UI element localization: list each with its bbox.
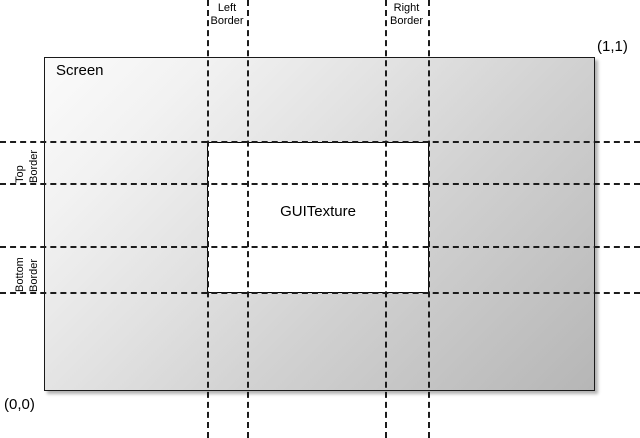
left-border-label-line2: Border — [210, 15, 244, 27]
guitexture-rectangle — [207, 142, 429, 293]
left-border-label-line1: Left — [217, 2, 237, 14]
guide-line-horizontal-bottom-outer — [0, 292, 640, 294]
screen-label: Screen — [56, 62, 104, 79]
top-border-label: Top Border — [0, 141, 40, 183]
right-border-label-line1: Right — [393, 2, 420, 14]
guide-line-vertical-right-outer — [428, 0, 430, 438]
bottom-border-label-line1: Bottom — [14, 257, 26, 292]
guitexture-label: GUITexture — [280, 203, 356, 220]
guide-line-vertical-right-inner — [385, 0, 387, 438]
bottom-border-label: Bottom Border — [0, 246, 40, 292]
top-border-label-line1: Top — [14, 165, 26, 183]
top-border-label-line2: Border — [28, 149, 40, 183]
coordinate-label-bottom-left: (0,0) — [4, 396, 35, 413]
right-border-label: Right Border — [385, 2, 428, 28]
coordinate-label-top-right: (1,1) — [597, 38, 628, 55]
guide-line-horizontal-top-outer — [0, 141, 640, 143]
guide-line-vertical-left-outer — [207, 0, 209, 438]
left-border-label: Left Border — [207, 2, 247, 28]
bottom-border-label-line2: Border — [28, 258, 40, 292]
guide-line-horizontal-bottom-inner — [0, 246, 640, 248]
guide-line-vertical-left-inner — [247, 0, 249, 438]
guide-line-horizontal-top-inner — [0, 183, 640, 185]
right-border-label-line2: Border — [389, 15, 424, 27]
